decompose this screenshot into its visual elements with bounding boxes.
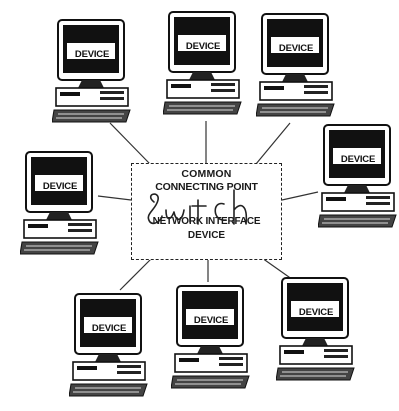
device-label: DEVICE [20, 181, 100, 192]
computer-device-6: DEVICE [69, 292, 149, 402]
computer-icon [171, 284, 251, 394]
computer-icon [52, 18, 132, 128]
device-label: DEVICE [276, 307, 356, 318]
computer-icon [276, 276, 356, 386]
link-right [282, 192, 318, 200]
network-switch-box: COMMON CONNECTING POINT NETWORK INTERFAC… [131, 163, 282, 260]
computer-device-4: DEVICE [20, 150, 100, 260]
computer-device-7: DEVICE [171, 284, 251, 394]
handwritten-switch-annotation [132, 164, 283, 261]
device-label: DEVICE [163, 41, 243, 52]
computer-icon [318, 123, 398, 233]
computer-device-5: DEVICE [318, 123, 398, 233]
link-left [98, 196, 131, 200]
device-label: DEVICE [52, 49, 132, 60]
computer-device-1: DEVICE [52, 18, 132, 128]
computer-device-3: DEVICE [256, 12, 336, 122]
device-label: DEVICE [171, 315, 251, 326]
link-bottom-left [120, 258, 152, 290]
computer-icon [69, 292, 149, 402]
device-label: DEVICE [256, 43, 336, 54]
computer-icon [256, 12, 336, 122]
computer-icon [20, 150, 100, 260]
computer-icon [163, 10, 243, 120]
link-top-right [256, 123, 290, 164]
computer-device-2: DEVICE [163, 10, 243, 120]
computer-device-8: DEVICE [276, 276, 356, 386]
device-label: DEVICE [318, 154, 398, 165]
link-top-left [110, 123, 150, 164]
device-label: DEVICE [69, 323, 149, 334]
